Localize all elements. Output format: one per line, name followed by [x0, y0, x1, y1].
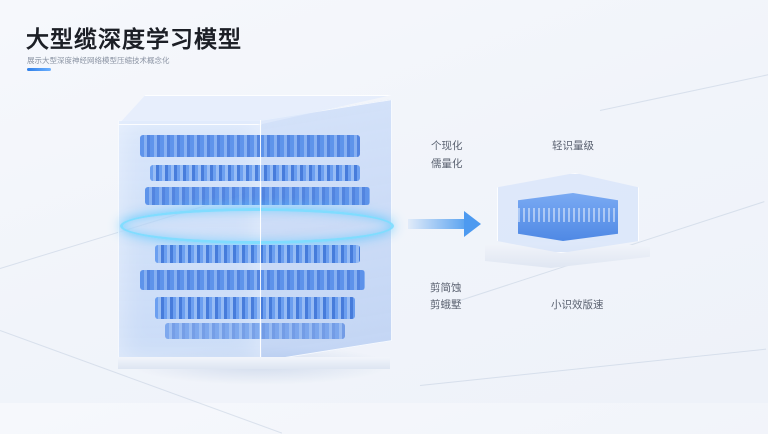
- small-cube-circuit: [518, 208, 618, 222]
- page-title: 大型缆深度学习模型: [26, 27, 242, 53]
- title-accent-bar: [27, 68, 51, 71]
- arrow-right-icon: [464, 211, 481, 237]
- circuit-layer: [140, 135, 360, 157]
- arrow-shaft: [408, 219, 466, 229]
- cube-base: [118, 357, 390, 369]
- label-top-right: 轻识量级: [552, 140, 594, 152]
- compressed-model-cube: [485, 168, 665, 283]
- label-bottom-right: 小识效版速: [551, 299, 604, 311]
- transform-arrow: [408, 211, 482, 237]
- circuit-layer: [165, 323, 345, 339]
- circuit-layer: [155, 297, 355, 319]
- label-top-left-1: 个现化: [431, 140, 463, 152]
- label-bottom-left-1: 剪简蚀: [430, 282, 462, 294]
- glowing-ring: [120, 208, 394, 244]
- circuit-layer: [140, 270, 365, 290]
- circuit-layer: [150, 165, 360, 181]
- label-bottom-left-2: 剪蛾墅: [430, 299, 462, 311]
- circuit-layer: [155, 245, 360, 263]
- page-subtitle: 展示大型深度神经网络模型压缩技术概念化: [27, 56, 170, 65]
- small-cube-core: [518, 193, 618, 241]
- label-top-left-2: 儒量化: [431, 158, 463, 170]
- floor-line: [599, 68, 768, 111]
- large-model-cube: [110, 95, 400, 385]
- cube-edge: [260, 120, 261, 360]
- circuit-layer: [145, 187, 370, 205]
- floor-line: [419, 348, 767, 386]
